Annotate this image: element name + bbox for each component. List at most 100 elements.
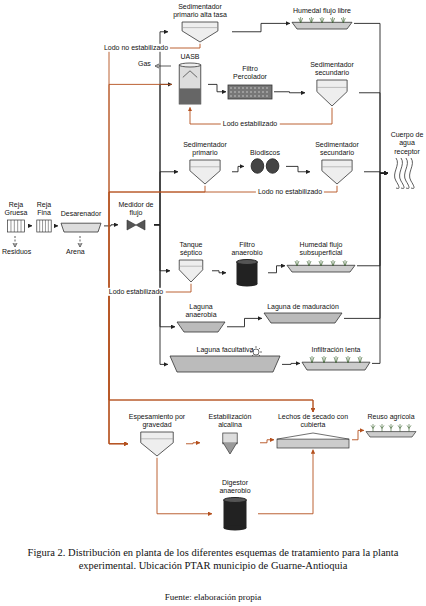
drawing-part (295, 260, 299, 266)
drawing-part (266, 87, 268, 89)
unit-icon (290, 16, 354, 30)
drawing-part (224, 525, 247, 530)
drawing-part (331, 260, 335, 266)
drawing-part (242, 95, 244, 97)
unit-label: Humedal flujo libre (290, 7, 354, 15)
drawing-part (292, 23, 352, 30)
gas-arrowhead (155, 64, 159, 68)
drawing-part (331, 17, 335, 23)
treatment-unit: Sedimentador primario (178, 140, 232, 186)
drawing-part (234, 91, 236, 93)
drawing-part (230, 91, 232, 93)
unit-label: Infiltración lenta (300, 346, 372, 354)
sludge-label: Lodo estabilizado (107, 288, 166, 296)
drawing-part (258, 95, 260, 97)
unit-icon (262, 312, 344, 324)
unit-label: UASB (172, 53, 208, 61)
drawing-part (277, 433, 349, 439)
drawing-part (262, 87, 264, 89)
unit-label: Cuerpo de agua receptor (388, 131, 426, 156)
drawing-part (317, 80, 347, 106)
drawing-part (39, 220, 40, 232)
drawing-part (179, 89, 201, 105)
sludge-line (186, 443, 200, 444)
water-line (56, 225, 58, 226)
waste-arrows (15, 236, 80, 245)
drawing-part (322, 160, 352, 184)
figure-caption: Figura 2. Distribución en planta de los … (14, 546, 412, 572)
drawing-part (237, 259, 258, 264)
treatment-unit: Sedimentador secundario (310, 140, 364, 186)
drawing-part (141, 438, 173, 439)
treatment-unit: Humedal flujo libre (290, 6, 354, 31)
drawing-part (190, 160, 220, 184)
drawing-part (254, 91, 256, 93)
unit-icon (226, 259, 268, 287)
unit-label: Reja Fina (32, 201, 56, 218)
treatment-unit: Reja Fina (32, 200, 56, 234)
drawing-part (45, 220, 46, 232)
sludge-line (260, 440, 274, 443)
treatment-unit: UASB (172, 52, 208, 107)
drawing-part (179, 260, 203, 282)
unit-icon (175, 321, 227, 333)
residue-arrow (15, 236, 16, 245)
drawing-part (302, 363, 370, 371)
unit-label: Biodiscos (244, 149, 286, 157)
drawing-part (8, 220, 25, 232)
drawing-part (266, 159, 279, 173)
water-line (104, 225, 118, 226)
stream-label: Arena (66, 248, 85, 256)
water-line (227, 318, 262, 326)
drawing-part (141, 432, 173, 456)
drawing-part (223, 442, 237, 454)
unit-label: Reuso agrícola (364, 413, 418, 421)
drawing-part (319, 260, 323, 266)
water-line (232, 23, 290, 31)
water-line (357, 173, 388, 266)
unit-label: Sedimentador primario (178, 141, 232, 158)
drawing-part (407, 424, 411, 432)
water-line (359, 93, 388, 173)
treatment-unit: Desarenador (58, 209, 104, 234)
waste-arrowheads (13, 243, 82, 247)
drawing-part (170, 356, 280, 372)
drawing-part (250, 95, 252, 97)
unit-icon (226, 83, 274, 101)
sludge-label: Lodo estabilizado (221, 120, 280, 128)
treatment-unit: Cuerpo de agua receptor (388, 130, 426, 190)
sludge-label: Lodo no estabilizado (102, 44, 170, 52)
drawing-part (10, 220, 11, 232)
drawing-part (238, 87, 240, 89)
treatment-unit: Medidor de flujo (118, 200, 154, 232)
drawing-part (127, 220, 145, 230)
unit-label: Filtro anaerobio (226, 241, 268, 258)
drawing-part (230, 95, 232, 97)
treatment-unit: Sedimentador secundario (305, 60, 359, 108)
unit-icon (200, 431, 260, 455)
drawing-part (242, 91, 244, 93)
drawing-part (237, 281, 258, 286)
drawing-part (183, 71, 197, 78)
treatment-unit: Humedal flujo subsuperficial (285, 240, 357, 274)
drawing-part (320, 17, 324, 23)
gas-line (157, 66, 171, 67)
drawing-part (61, 223, 101, 232)
treatment-unit: Laguna anaerobia (175, 302, 227, 334)
unit-icon (364, 422, 418, 438)
unit-icon (170, 259, 212, 283)
drawing-part (48, 220, 49, 232)
drawing-part (380, 424, 384, 432)
treatment-unit: Sedimentador primario alta tasa (168, 2, 232, 44)
treatment-unit: Estabilización alcalina (200, 412, 260, 456)
treatment-unit: Filtro Percolador (226, 64, 274, 102)
drawing-part (266, 91, 268, 93)
drawing-part (266, 95, 268, 97)
drawing-part (277, 439, 349, 448)
unit-icon (388, 157, 426, 189)
drawing-part (182, 22, 218, 42)
water-line (354, 23, 388, 173)
